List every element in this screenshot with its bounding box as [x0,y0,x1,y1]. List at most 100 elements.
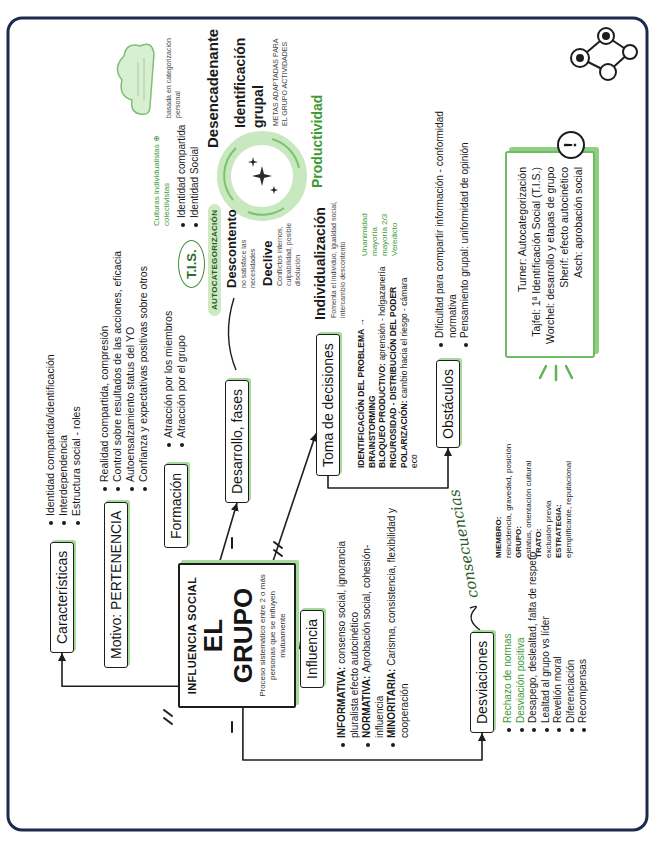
label-text: Interdependencia [57,435,69,516]
text-line: Declive [260,240,276,286]
bullet-item: Control sobre resultados de las acciones… [111,222,124,492]
tis-ellipse: T.I.S. [178,240,205,288]
bullet-dot [62,521,66,525]
text-line: MIEMBRO: [494,433,504,558]
node-text: Turner: Autocategorización [515,167,529,344]
network-icon [571,28,637,80]
text-group: Atracción por los miembrosAtracción por … [162,298,188,448]
text-group: Productividad [309,95,327,188]
bullet-item: Rechazo de normas [502,533,515,733]
text-line: Fomenta el individuo, igualdad social, i… [330,200,348,318]
text-group: basada en categorización personal [165,23,183,118]
bullet-item: Lealtad al grupo vs líder [540,533,553,733]
text-line: BLOQUEO PRODUCTIVO: aprensión - holgazane… [377,263,388,468]
text-group: IDENTIFICACIÓN DEL PROBLEMA → BRAINSTORM… [356,263,420,468]
bullet-item: Identidad compartida [176,123,189,228]
leader-line [228,298,236,370]
bullet-dot [507,728,511,732]
label-text: Desencadenante [204,29,221,148]
label-text: Confianza y expectativas positivas sobre… [137,266,149,482]
label-text: MINORITARIA: [386,669,397,738]
text-group: consecuencias [445,488,483,600]
bullet-item: Estructura social - roles [70,296,83,526]
text-group: Fomenta el individuo, igualdad social, i… [330,200,348,318]
text-line: exclusión previa [544,433,554,558]
bullet-item: Dificultad para compartir información - … [434,108,459,348]
bullet-item: Realidad compartida, compresión [98,222,111,492]
label-text: Declive [260,240,275,286]
bullet-dot [532,728,536,732]
node-text: Asch: aprobación social [571,167,585,344]
bullet-item: Desviación positiva [515,533,528,733]
label-text: Productividad [309,95,325,188]
node-text: Motivo: PERTENENCIA [108,511,124,659]
text-line: Culturas individualistas ⊕ colectivistas [152,126,172,226]
text-line: Conflictos internos, culpabilidad, posib… [276,218,302,286]
label-text: RIGUROSIDAD - DISTRIBUCIÓN DEL PODER [388,287,398,468]
topic-box: Obstáculos [436,360,460,448]
label-text: estatus, orientación cultural [524,461,533,558]
node-text: Sherif: efecto autocinético [557,167,571,344]
bullet-item: Atracción por el grupo [175,298,188,448]
label-text: METAS ADAPTADAS PARA EL GRUPO ACTIVIDADE… [272,39,288,126]
text-line: Individualización [312,207,330,320]
bullet-dot [557,728,561,732]
text-group: Unanimidad mayoría mayoría 2/3 Veredicto [360,196,400,256]
label-text: Atracción por los miembros [162,311,174,438]
alert-circle: ! [557,131,585,159]
text-group: no satisface las necesidades [240,222,258,288]
burst-marks [540,366,572,380]
node-text: Características [54,551,70,644]
text-line: reincidencia, gravedad, posición [504,433,514,558]
text-line: Identificación grupal [232,23,267,128]
label-text: Identidad compartida/identificación [44,354,56,516]
label-text: Diferenciación [565,660,576,723]
label-text: Pensamiento grupal: uniformidad de opini… [459,142,470,338]
label-text: reincidencia, gravedad, posición [504,444,513,558]
node-text: Worchel: desarrollo y etapas de grupo [543,167,557,344]
text-line: ejemplificante, reputacional [564,433,574,558]
bullet-dot [167,443,171,447]
text-group: Rechazo de normasDesviación positivaDesa… [502,533,590,733]
bullet-dot [181,223,185,227]
label-text: Conflictos internos, culpabilidad, posib… [276,223,301,286]
text-group: INFORMATIVA:consenso social, ignorancia … [336,503,411,748]
bullet-dot [545,728,549,732]
bullet-dot [180,443,184,447]
label-text: ejemplificante, reputacional [564,461,573,558]
text-group: Individualización [312,207,330,320]
highlight-band: AUTOCATEGORIZACIÓN [208,204,221,316]
text-line: Unanimidad mayoría mayoría 2/3 Veredicto [360,196,400,256]
label-text: exclusión previa [544,501,553,558]
text-line: estatus, orientación cultural [524,433,534,558]
label-text: basada en categorización personal [165,38,181,118]
label-text: Identidad Social [189,147,200,218]
label-text: Estructura social - roles [70,406,82,516]
text-line: Productividad [309,95,327,188]
topic-box: Influencia [300,610,324,688]
node-text: EL GRUPO [198,573,258,698]
bullet-dot [130,487,134,491]
label-text: no satisface las necesidades [240,240,256,288]
label-text: aprensión - holgazanería [377,267,387,361]
label-text: Atracción por el grupo [175,335,187,438]
topic-box: Toma de decisiones [316,334,340,476]
curl-leader [470,606,480,630]
text-group: MIEMBRO:reincidencia, gravedad, posición… [494,433,574,558]
label-text: BLOQUEO PRODUCTIVO: [377,363,387,468]
node-text: ! [559,133,583,157]
text-line: consecuencias [445,488,483,600]
label-text: Recompensas [577,659,588,723]
label-text: MIEMBRO: [494,517,503,558]
text-group: Dificultad para compartir información - … [434,108,472,348]
bullet-dot [570,728,574,732]
label-text: Identificación grupal [232,38,266,128]
bullet-item: Recompensas [577,533,590,733]
text-line: POLARIZACIÓN:cambio hacia el riesgo - cá… [399,263,420,468]
text-line: GRUPO: [514,433,524,558]
bullet-item: Identidad compartida/identificación [44,296,57,526]
label-text: Fomenta el individuo, igualdad social, i… [330,201,346,318]
bullet-item: Pensamiento grupal: uniformidad de opini… [459,108,472,348]
